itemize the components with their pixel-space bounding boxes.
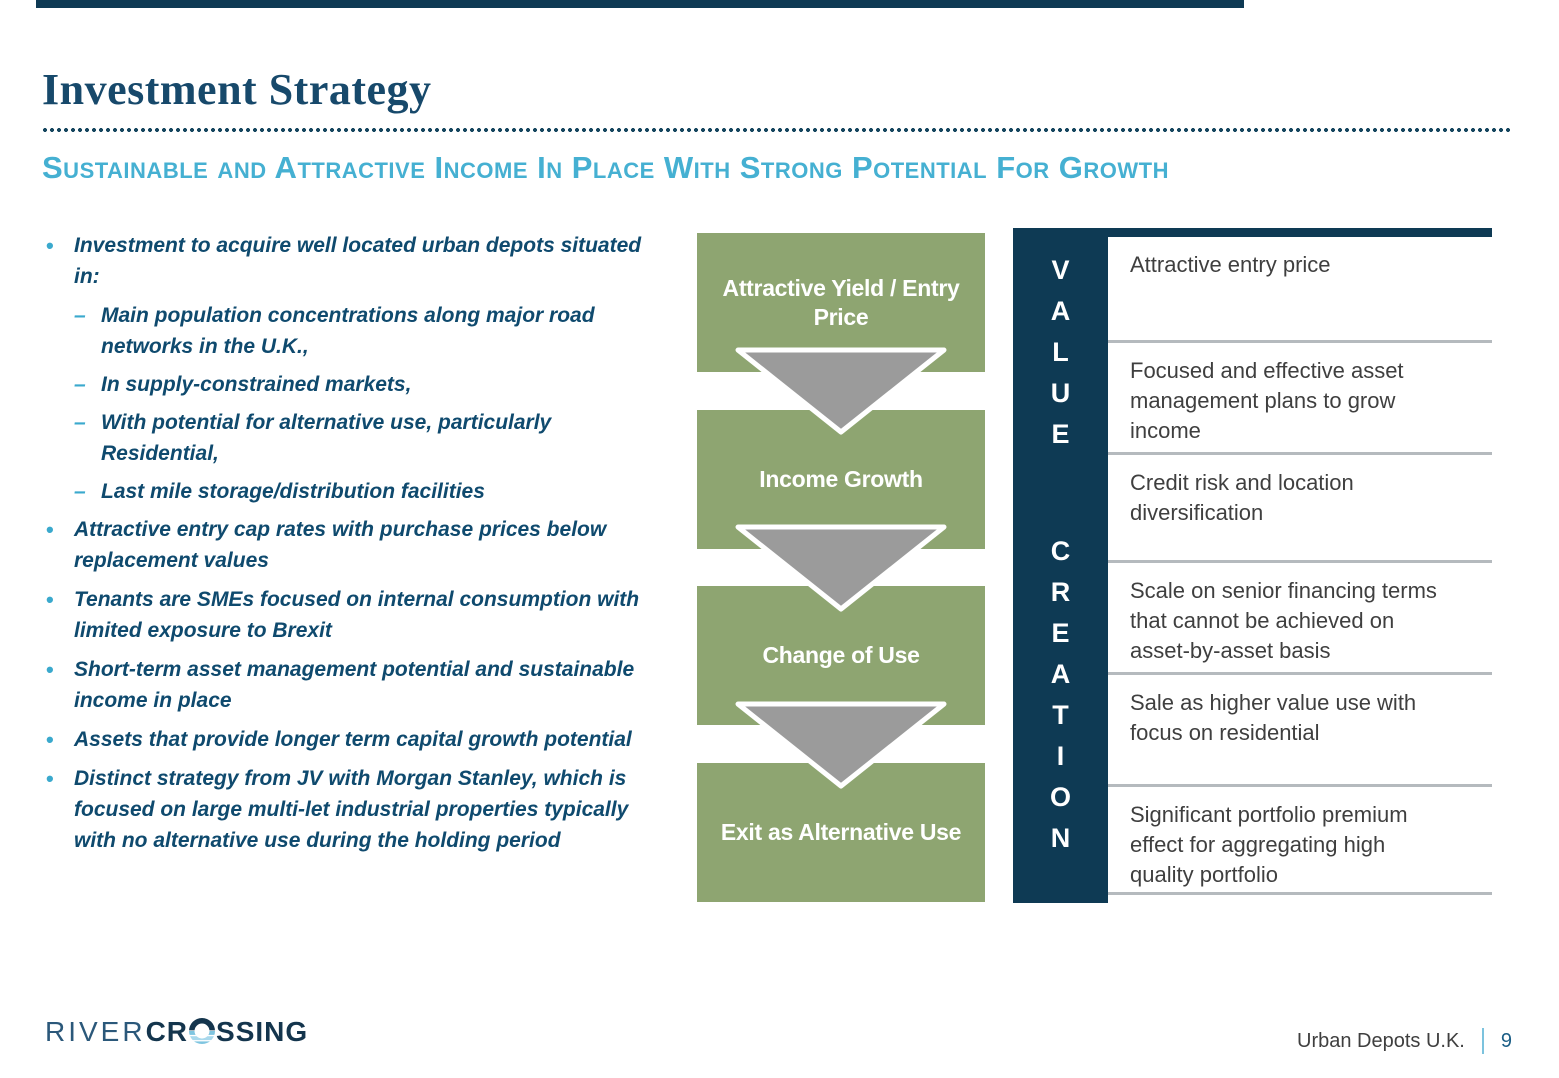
flow-step-label: Attractive Yield / Entry Price xyxy=(722,274,960,330)
bullet-marker: • xyxy=(46,657,54,682)
bullet-list: • Investment to acquire well located urba… xyxy=(46,230,694,864)
top-accent-bar xyxy=(36,0,1244,8)
vertical-letter: R xyxy=(1050,577,1071,607)
water-ripple-o-icon xyxy=(189,1018,216,1051)
vertical-letter: O xyxy=(1049,782,1071,812)
value-creation-item: Sale as higher value use with focus on r… xyxy=(1108,675,1492,787)
down-arrow-icon xyxy=(732,347,950,436)
page-subtitle: Sustainable and Attractive Income In Pla… xyxy=(42,150,1169,185)
dash-marker: – xyxy=(74,480,86,503)
bullet-text: Attractive entry cap rates with purchase… xyxy=(74,518,607,572)
vertical-letter: N xyxy=(1050,823,1071,853)
flow-step-box: Exit as Alternative Use xyxy=(697,763,985,902)
sub-bullet-item: –With potential for alternative use, par… xyxy=(74,407,694,469)
logo-river-text: RIVER xyxy=(45,1016,146,1047)
dash-marker: – xyxy=(74,304,86,327)
vertical-letter: C xyxy=(1050,536,1071,566)
sub-bullet-text: In supply-constrained markets, xyxy=(101,373,412,396)
footer-project-label: Urban Depots U.K. xyxy=(1297,1029,1465,1052)
sub-bullet-text: Last mile storage/distribution facilitie… xyxy=(101,480,485,503)
value-creation-item: Scale on senior financing terms that can… xyxy=(1108,563,1492,675)
dash-marker: – xyxy=(74,373,86,396)
footer-divider xyxy=(1481,1028,1484,1054)
logo-crossing-text-pre: CR xyxy=(145,1016,189,1047)
bullet-text: Assets that provide longer term capital … xyxy=(74,728,632,751)
down-arrow-icon xyxy=(732,524,950,613)
value-creation-item: Significant portfolio premium effect for… xyxy=(1108,787,1492,895)
value-creation-item: Credit risk and location diversification xyxy=(1108,455,1492,563)
flow-step-label: Change of Use xyxy=(762,642,920,668)
value-creation-item: Focused and effective asset management p… xyxy=(1108,343,1492,455)
flow-step-label: Exit as Alternative Use xyxy=(720,819,962,845)
company-logo: RIVERCR SSING xyxy=(45,1016,308,1051)
value-creation-item: Attractive entry price xyxy=(1108,237,1492,343)
bullet-text: Distinct strategy from JV with Morgan St… xyxy=(74,767,629,852)
page-title: Investment Strategy xyxy=(42,65,432,114)
sub-bullet-text: With potential for alternative use, part… xyxy=(101,411,552,465)
bullet-item: • Assets that provide longer term capital… xyxy=(46,724,694,755)
vertical-letter: V xyxy=(1051,255,1070,285)
sub-bullet-item: –Last mile storage/distribution faciliti… xyxy=(74,476,694,507)
sub-bullet-item: –In supply-constrained markets, xyxy=(74,369,694,400)
vertical-letter: A xyxy=(1050,296,1071,326)
bullet-marker: • xyxy=(46,727,54,752)
bullet-marker: • xyxy=(46,517,54,542)
footer-page-number: 9 xyxy=(1500,1029,1512,1052)
bullet-text: Investment to acquire well located urban… xyxy=(74,234,642,288)
vertical-letter: E xyxy=(1051,419,1070,449)
bullet-item: • Short-term asset management potential a… xyxy=(46,654,694,716)
title-dotted-divider xyxy=(42,127,1513,134)
vertical-letter: U xyxy=(1050,378,1071,408)
vertical-letter: E xyxy=(1051,618,1070,648)
sub-bullet-text: Main population concentrations along maj… xyxy=(101,304,595,358)
bullet-text: Short-term asset management potential an… xyxy=(74,658,635,712)
bullet-item: • Distinct strategy from JV with Morgan S… xyxy=(46,763,694,856)
bullet-marker: • xyxy=(46,587,54,612)
footer: Urban Depots U.K. 9 xyxy=(1297,1028,1512,1054)
down-arrow-icon xyxy=(732,701,950,790)
vertical-letter: I xyxy=(1056,741,1065,771)
vertical-letter: L xyxy=(1052,337,1069,367)
vertical-letter: T xyxy=(1052,700,1069,730)
bullet-marker: • xyxy=(46,233,54,258)
bullet-marker: • xyxy=(46,766,54,791)
bullet-item: • Tenants are SMEs focused on internal co… xyxy=(46,584,694,646)
logo-crossing-text-post: SSING xyxy=(216,1016,309,1047)
sub-bullet-item: –Main population concentrations along ma… xyxy=(74,300,694,362)
vertical-letter: A xyxy=(1050,659,1071,689)
bullet-text: Tenants are SMEs focused on internal con… xyxy=(74,588,640,642)
dash-marker: – xyxy=(74,411,86,434)
panel-top-border xyxy=(1013,228,1492,237)
bullet-item: • Attractive entry cap rates with purchas… xyxy=(46,514,694,576)
bullet-item: • Investment to acquire well located urba… xyxy=(46,230,694,292)
flow-step-label: Income Growth xyxy=(759,466,923,492)
